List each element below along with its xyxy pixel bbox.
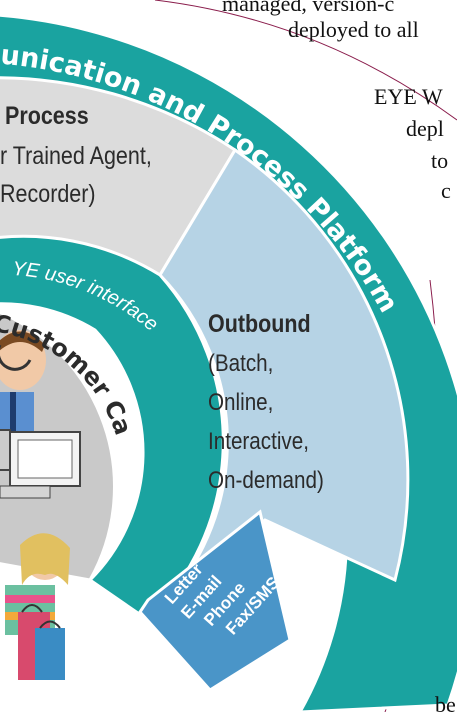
paragraph-line-2: deployed to all xyxy=(288,17,419,42)
process-title: Process xyxy=(5,102,89,130)
outbound-line-1: (Batch, xyxy=(208,350,274,377)
paragraph-line-1: managed, version-c xyxy=(222,0,395,16)
paragraph-line-5: to xyxy=(431,148,449,173)
channel-badge xyxy=(138,509,292,692)
outbound-line-4: On-demand) xyxy=(208,467,324,494)
shopper-illustration xyxy=(5,533,70,680)
paragraph-line-3: EYE W xyxy=(374,84,443,109)
outbound-title: Outbound xyxy=(208,310,311,338)
call-center-agent-illustration xyxy=(0,330,81,499)
process-line-1: r Trained Agent, xyxy=(0,142,152,170)
paragraph-line-6: c xyxy=(441,178,451,203)
paragraph-line-7: be xyxy=(435,692,456,717)
process-line-2: Recorder) xyxy=(0,180,96,208)
paragraph-line-4: depl xyxy=(406,116,444,141)
outbound-line-2: Online, xyxy=(208,389,274,416)
divider-line-top xyxy=(154,0,457,121)
outbound-line-3: Interactive, xyxy=(208,428,309,455)
